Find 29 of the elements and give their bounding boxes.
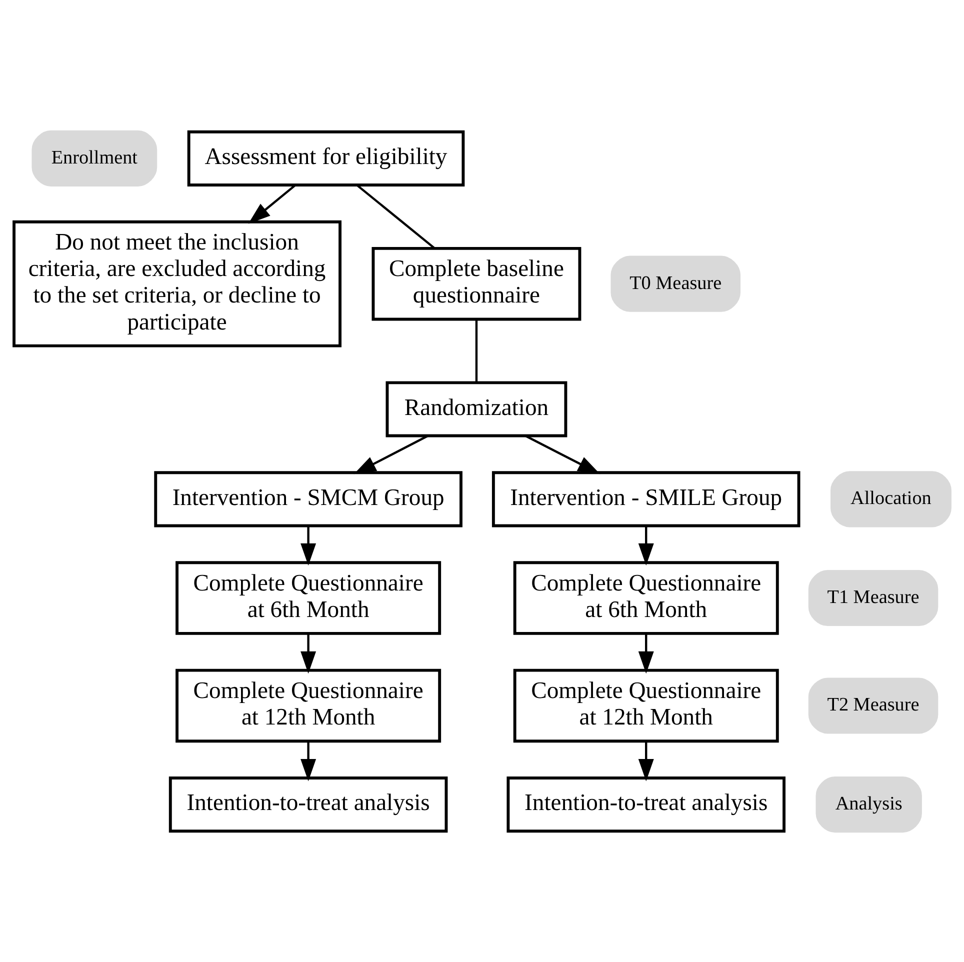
node-box: Randomization — [386, 380, 568, 437]
node-box: Enrollment — [32, 130, 158, 186]
node-box: T1 Measure — [808, 570, 938, 626]
arrow — [300, 525, 316, 566]
arrow — [300, 740, 316, 781]
node-box: Intervention - SMCM Group — [154, 470, 462, 527]
node-box: Do not meet the inclusion criteria, are excluded according to the set criteria, or decline to participate — [12, 220, 342, 347]
node-box: T2 Measure — [808, 677, 938, 734]
arrow — [638, 740, 654, 781]
node-box: Intention-to-treat analysis — [506, 776, 786, 832]
node-box: Complete baseline questionnaire — [372, 246, 582, 320]
node-box: T0 Measure — [610, 255, 740, 312]
arrow — [354, 434, 428, 474]
node-box: Intervention - SMILE Group — [492, 470, 800, 527]
arrow — [525, 434, 600, 474]
arrow — [300, 633, 316, 674]
node-box: Complete Questionnaire at 12th Month — [513, 668, 779, 742]
connector — [356, 184, 436, 249]
connector — [475, 318, 478, 382]
arrow — [248, 184, 296, 224]
arrow — [638, 525, 654, 566]
node-box: Complete Questionnaire at 6th Month — [176, 560, 442, 634]
node-box: Allocation — [830, 470, 952, 527]
arrow — [638, 633, 654, 674]
node-box: Intention-to-treat analysis — [168, 776, 448, 832]
node-box: Analysis — [816, 776, 922, 832]
node-box: Complete Questionnaire at 12th Month — [176, 668, 442, 742]
node-box: Assessment for eligibility — [187, 130, 465, 186]
node-box: Complete Questionnaire at 6th Month — [513, 560, 779, 634]
